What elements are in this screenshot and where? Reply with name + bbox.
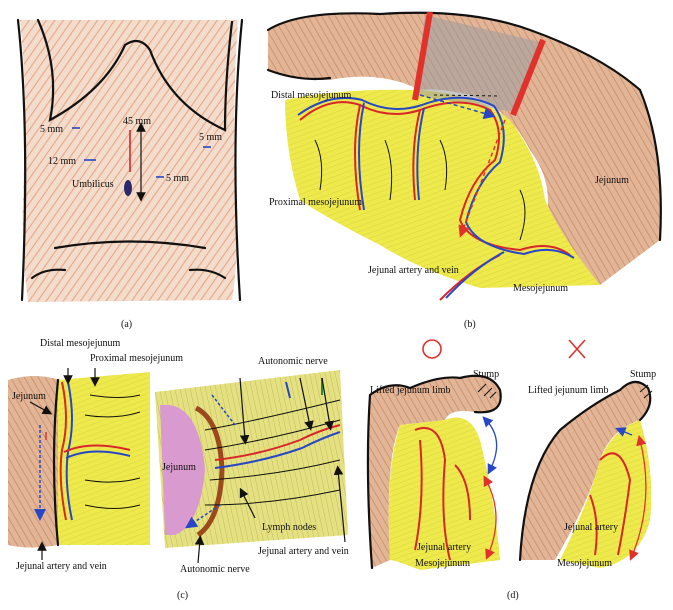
label-umbilicus: Umbilicus <box>72 179 114 190</box>
jejunum-bowel <box>268 12 661 285</box>
label-autonomic-nerve-top: Autonomic nerve <box>258 356 328 367</box>
label-jejunal-artery-left: Jejunal artery <box>417 542 471 553</box>
label-proximal-mesojejunum-c: Proximal mesojejunum <box>90 353 183 364</box>
abdomen-skin <box>20 20 238 302</box>
panel-d-left: Stump Lifted jejunum limb Jejunal artery… <box>366 339 502 570</box>
label-mesojejunum-right: Mesojejunum <box>557 558 612 569</box>
jejunum-loop-c <box>160 405 205 535</box>
label-distal-mesojejunum-c: Distal mesojejunum <box>40 338 120 349</box>
caption-a: (a) <box>121 319 132 330</box>
caption-b: (b) <box>464 319 476 330</box>
resection-line-left <box>412 11 433 101</box>
label-stump-left: Stump <box>473 369 499 380</box>
lifted-limb-right <box>520 381 651 560</box>
lifted-limb-left <box>367 375 501 568</box>
label-jejunal-artery-vein-b: Jejunal artery and vein <box>368 265 459 276</box>
panel-d-right: Stump Lifted jejunum limb Jejunal artery… <box>507 339 656 601</box>
mesentery-d-right <box>560 420 652 568</box>
label-5mm-right: 5 mm <box>199 132 222 143</box>
incorrect-mark-icon <box>568 339 586 359</box>
label-lifted-limb-left: Lifted jejunum limb <box>370 385 451 396</box>
label-lymph-nodes: Lymph nodes <box>262 522 316 533</box>
rib-margin-outline <box>36 18 234 132</box>
correct-mark-icon <box>422 339 442 359</box>
label-lifted-limb-right: Lifted jejunum limb <box>528 385 609 396</box>
label-jejunal-artery-right: Jejunal artery <box>564 522 618 533</box>
dissection-line-red <box>458 119 506 238</box>
label-mesojejunum-b: Mesojejunum <box>513 283 568 294</box>
label-45mm: 45 mm <box>123 116 151 127</box>
panel-c-right: Autonomic nerve Jejunum Lymph nodes Jeju… <box>155 356 349 601</box>
label-jejunal-artery-vein-c-right: Jejunal artery and vein <box>258 546 349 557</box>
label-proximal-mesojejunum-b: Proximal mesojejunum <box>269 197 362 208</box>
resection-line-right <box>510 38 546 117</box>
label-12mm: 12 mm <box>48 156 76 167</box>
caption-c: (c) <box>177 590 188 601</box>
label-jejunum-c-left: Jejunum <box>12 391 46 402</box>
label-stump-right: Stump <box>630 369 656 380</box>
dissection-line-blue <box>419 94 496 120</box>
label-autonomic-nerve-bottom: Autonomic nerve <box>180 564 250 575</box>
jejunum-wall-c <box>8 376 60 548</box>
label-distal-mesojejunum-b: Distal mesojejunum <box>271 90 351 101</box>
label-mesojejunum-left: Mesojejunum <box>415 558 470 569</box>
panel-c-left: Distal mesojejunum Proximal mesojejunum … <box>8 338 183 572</box>
label-jejunal-artery-vein-c-left: Jejunal artery and vein <box>16 561 107 572</box>
label-jejunum-b: Jejunum <box>595 175 629 186</box>
label-5mm-bottom: 5 mm <box>166 173 189 184</box>
mesentery-d-left <box>388 417 500 570</box>
label-jejunum-c-right: Jejunum <box>162 462 196 473</box>
caption-d: (d) <box>507 590 519 601</box>
panel-b: Distal mesojejunum Proximal mesojejunum … <box>262 5 668 330</box>
mesojejunum-fan <box>285 89 600 288</box>
panel-a: 5 mm 12 mm 45 mm 5 mm 5 mm Umbilicus (a) <box>5 5 253 330</box>
resection-band <box>415 15 540 112</box>
label-5mm-left: 5 mm <box>40 124 63 135</box>
umbilicus-mark <box>124 180 132 196</box>
